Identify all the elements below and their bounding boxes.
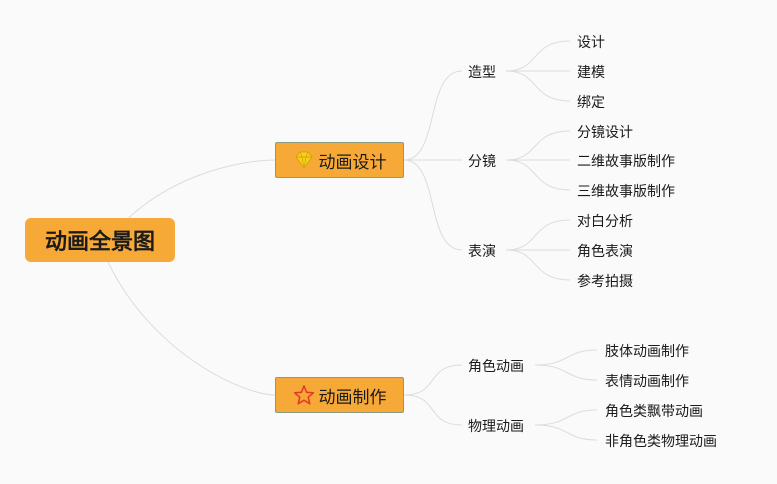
link-root-production bbox=[107, 261, 277, 396]
link-act-1 bbox=[505, 219, 571, 251]
sub-node-physics-animation[interactable]: 物理动画 bbox=[468, 416, 524, 436]
leaf-node-label: 非角色类物理动画 bbox=[605, 434, 717, 450]
link-sb-3 bbox=[505, 159, 571, 191]
leaf-node-label: 绑定 bbox=[577, 95, 605, 111]
leaf-node-label: 建模 bbox=[577, 65, 605, 81]
leaf-node[interactable]: 表情动画制作 bbox=[605, 371, 689, 391]
sub-node-character-animation[interactable]: 角色动画 bbox=[468, 356, 524, 376]
link-design-acting bbox=[403, 159, 463, 251]
leaf-node[interactable]: 建模 bbox=[577, 62, 605, 82]
leaf-node[interactable]: 分镜设计 bbox=[577, 122, 633, 142]
leaf-node[interactable]: 角色类飘带动画 bbox=[605, 401, 703, 421]
sub-node-shape[interactable]: 造型 bbox=[468, 62, 496, 82]
root-node-label: 动画全景图 bbox=[44, 230, 155, 255]
sub-node-label: 表演 bbox=[468, 244, 496, 260]
link-prod-char bbox=[403, 364, 463, 396]
leaf-node-label: 二维故事版制作 bbox=[577, 154, 675, 170]
branch-node-design[interactable]: 动画设计 bbox=[275, 142, 404, 178]
leaf-node[interactable]: 设计 bbox=[577, 32, 605, 52]
star-icon bbox=[293, 384, 315, 406]
leaf-node[interactable]: 二维故事版制作 bbox=[577, 151, 675, 171]
sub-node-acting[interactable]: 表演 bbox=[468, 241, 496, 261]
leaf-node-label: 肢体动画制作 bbox=[605, 344, 689, 360]
leaf-node[interactable]: 非角色类物理动画 bbox=[605, 431, 717, 451]
leaf-node[interactable]: 参考拍摄 bbox=[577, 271, 633, 291]
leaf-node-label: 表情动画制作 bbox=[605, 374, 689, 390]
branch-node-production[interactable]: 动画制作 bbox=[275, 377, 404, 413]
link-phys-1 bbox=[534, 409, 598, 426]
leaf-node-label: 三维故事版制作 bbox=[577, 184, 675, 200]
root-node[interactable]: 动画全景图 bbox=[25, 218, 175, 262]
link-shape-1 bbox=[505, 40, 571, 72]
sub-node-label: 分镜 bbox=[468, 154, 496, 170]
leaf-node-label: 参考拍摄 bbox=[577, 274, 633, 290]
link-phys-2 bbox=[534, 424, 598, 441]
link-char-1 bbox=[534, 349, 598, 366]
leaf-node[interactable]: 肢体动画制作 bbox=[605, 341, 689, 361]
leaf-node[interactable]: 对白分析 bbox=[577, 211, 633, 231]
leaf-node[interactable]: 绑定 bbox=[577, 92, 605, 112]
diamond-icon bbox=[293, 149, 315, 171]
link-shape-3 bbox=[505, 70, 571, 102]
leaf-node-label: 分镜设计 bbox=[577, 125, 633, 141]
sub-node-label: 角色动画 bbox=[468, 359, 524, 375]
branch-node-production-label: 动画制作 bbox=[318, 387, 387, 408]
link-char-2 bbox=[534, 364, 598, 381]
sub-node-label: 造型 bbox=[468, 65, 496, 81]
link-prod-phys bbox=[403, 394, 463, 426]
leaf-node-label: 对白分析 bbox=[577, 214, 633, 230]
leaf-node-label: 设计 bbox=[577, 35, 605, 51]
branch-node-design-label: 动画设计 bbox=[318, 152, 387, 173]
leaf-node-label: 角色表演 bbox=[577, 244, 633, 260]
leaf-node-label: 角色类飘带动画 bbox=[605, 404, 703, 420]
sub-node-storyboard[interactable]: 分镜 bbox=[468, 151, 496, 171]
link-design-shape bbox=[403, 70, 463, 161]
link-act-3 bbox=[505, 249, 571, 281]
leaf-node[interactable]: 三维故事版制作 bbox=[577, 181, 675, 201]
sub-node-label: 物理动画 bbox=[468, 419, 524, 435]
leaf-node[interactable]: 角色表演 bbox=[577, 241, 633, 261]
link-sb-1 bbox=[505, 130, 571, 161]
